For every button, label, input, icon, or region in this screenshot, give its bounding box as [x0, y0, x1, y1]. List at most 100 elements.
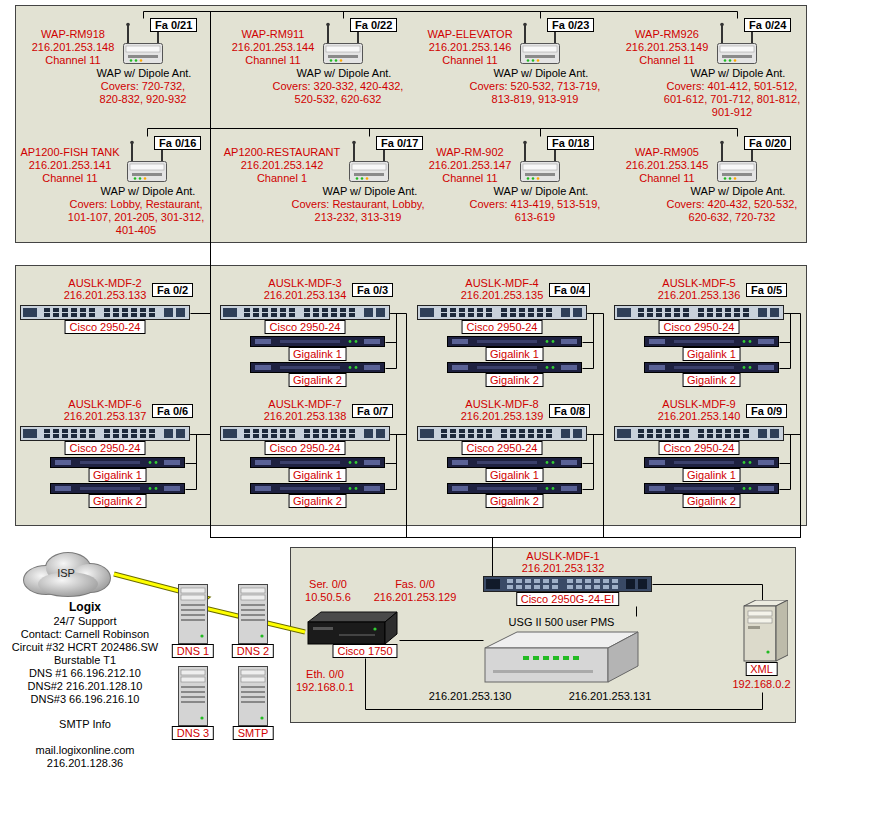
model-label: Gigalink 1 — [485, 468, 544, 482]
graphic-part — [335, 59, 338, 62]
switch: Cisco 2950-24 — [220, 426, 390, 455]
device-name: AUSLK-MDF-1 — [526, 550, 599, 563]
graphic-part — [734, 177, 737, 180]
graphic-part — [251, 458, 385, 468]
graphic-part — [459, 308, 465, 312]
model-label: Gigalink 2 — [682, 373, 741, 387]
graphic-part — [164, 429, 173, 438]
graphic-part — [149, 308, 155, 312]
graphic-part — [576, 585, 582, 589]
graphic-part — [647, 429, 653, 433]
graphic-part — [477, 429, 483, 433]
graphic-part — [122, 429, 128, 433]
graphic-part — [326, 23, 330, 27]
gigalink-module: Gigalink 1 — [644, 457, 779, 482]
graphic-part — [355, 461, 358, 464]
graphic-part — [89, 308, 95, 312]
graphic-part — [55, 486, 71, 491]
switch: Cisco 2950-24 — [220, 305, 390, 334]
graphic-part — [537, 59, 540, 62]
graphic-part — [665, 313, 671, 317]
switch-group: AUSLK-MDF-3216.201.253.134Fa 0/3Cisco 29… — [218, 271, 404, 388]
model-label: Gigalink 1 — [88, 468, 147, 482]
model-label: Gigalink 2 — [288, 373, 347, 387]
graphic-part — [576, 579, 582, 583]
graphic-part — [523, 23, 527, 27]
graphic-part — [262, 434, 268, 438]
ip-address: 216.201.253.147 — [429, 159, 512, 172]
device-name: AUSLK-MDF-5 — [662, 277, 735, 290]
graphic-part — [179, 585, 208, 644]
graphic-part — [501, 313, 507, 317]
graphic-part — [339, 634, 375, 636]
graphic-part — [418, 427, 587, 441]
graphic-part — [665, 429, 671, 433]
graphic-part — [313, 308, 319, 312]
graphic-part — [441, 313, 447, 317]
graphic-part — [131, 429, 137, 433]
ip-address: 216.201.253.136 — [658, 289, 741, 302]
ip-address: 216.201.253.134 — [264, 289, 347, 302]
graphic-part — [527, 59, 530, 62]
graphic-part — [533, 656, 539, 660]
port-number: Fa 0/8 — [554, 405, 585, 417]
device-name: WAP-RM911 — [242, 28, 305, 41]
graphic-part — [722, 173, 752, 176]
coverage: Covers: 720-732, 820-832, 920-932 — [93, 80, 193, 106]
network-link — [780, 314, 791, 369]
graphic-part — [674, 434, 680, 438]
graphic-part — [420, 308, 434, 317]
graphic-part — [364, 308, 373, 317]
graphic-part — [546, 308, 552, 312]
graphic-part — [313, 429, 319, 433]
graphic-part — [113, 434, 119, 438]
model-label: Cisco 2950-24 — [265, 320, 346, 334]
graphic-part — [725, 434, 731, 438]
graphic-part — [80, 461, 140, 464]
graphic-part — [349, 429, 355, 433]
port-number: Fa 0/2 — [157, 284, 188, 296]
graphic-part — [486, 579, 500, 589]
ip-address: 216.201.253.145 — [626, 159, 709, 172]
graphic-part — [485, 648, 608, 682]
switch-group: AUSLK-MDF-8216.201.253.139Fa 0/8Cisco 29… — [415, 392, 601, 509]
graphic-part — [324, 44, 363, 64]
graphic-part — [128, 162, 167, 182]
graphic-part — [149, 487, 152, 490]
panel — [291, 548, 796, 723]
graphic-part — [21, 306, 190, 320]
panel — [16, 266, 807, 526]
graphic-part — [749, 366, 752, 369]
coverage: Covers: 401-412, 501-512, 601-612, 701-7… — [662, 80, 802, 119]
graphic-part — [89, 313, 95, 317]
graphic-part — [326, 46, 360, 52]
graphic-part — [493, 670, 593, 673]
graphic-part — [734, 434, 740, 438]
server-icon — [178, 584, 208, 644]
graphic-part — [255, 460, 271, 465]
graphic-part — [707, 434, 713, 438]
graphic-part — [674, 313, 680, 317]
channel: Channel 11 — [245, 54, 300, 67]
access-point: AP1200-FISH TANK216.201.253.141Channel 1… — [18, 136, 204, 241]
graphic-part — [164, 308, 173, 317]
gigalink-module: Gigalink 2 — [447, 483, 582, 508]
port-label: Fa 0/9 — [746, 404, 787, 418]
port-label: Fa 0/23 — [547, 18, 594, 32]
graphic-part — [674, 340, 734, 343]
graphic-part — [260, 716, 263, 719]
graphic-part — [221, 427, 390, 441]
graphic-part — [200, 634, 203, 637]
port-label: Fa 0/20 — [744, 136, 791, 150]
network-link — [386, 435, 397, 490]
graphic-part — [477, 313, 483, 317]
graphic-part — [441, 434, 447, 438]
model-label: Gigalink 2 — [288, 494, 347, 508]
network-link — [191, 435, 493, 577]
router-icon — [305, 610, 399, 646]
server-label: XML — [745, 662, 778, 676]
graphic-part — [113, 429, 119, 433]
ip-address: 216.201.253.139 — [461, 410, 544, 423]
graphic-part — [280, 340, 340, 343]
graphic-part — [452, 486, 468, 491]
